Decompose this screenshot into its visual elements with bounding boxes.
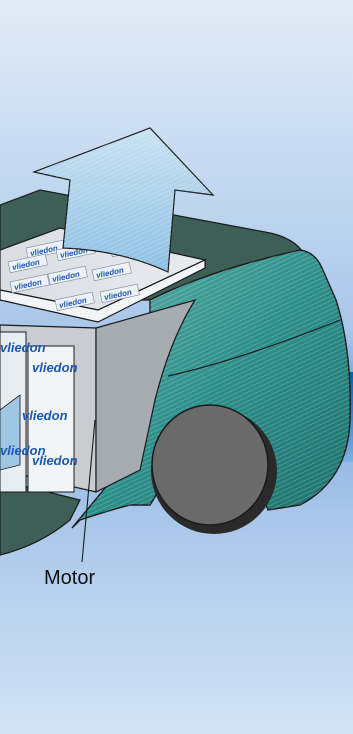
panel-logo-text: vliedon: [22, 408, 68, 423]
front-panel: vliedon vliedon vliedon vliedon vliedon: [0, 332, 78, 492]
panel-logo-text: vliedon: [32, 453, 78, 468]
wheel: [152, 405, 268, 525]
panel-logo-text: vliedon: [0, 340, 46, 355]
motor-label: Motor: [44, 567, 95, 589]
panel-logo-text: vliedon: [32, 360, 78, 375]
